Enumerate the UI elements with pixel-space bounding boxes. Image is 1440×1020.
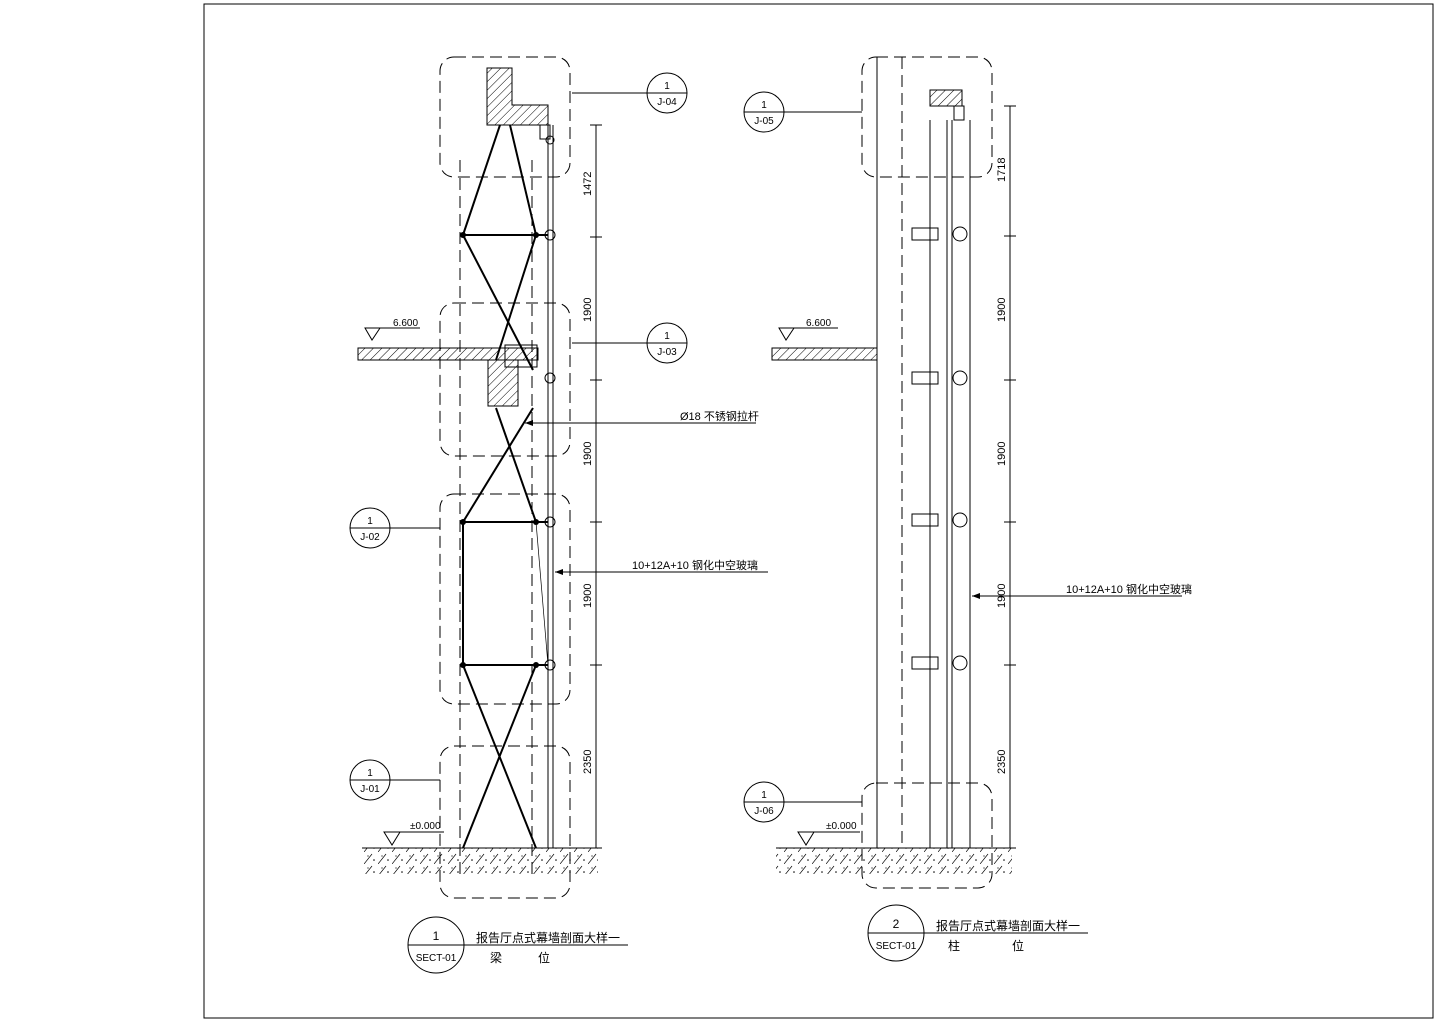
truss-rod xyxy=(535,521,549,666)
truss-rod xyxy=(509,124,537,236)
truss-rod xyxy=(462,407,534,523)
drawing-subtitle-right: 位 xyxy=(1012,938,1024,953)
top-block xyxy=(929,89,963,107)
level-ground-label: ±0.000 xyxy=(826,821,857,832)
svg-text:1: 1 xyxy=(664,81,670,92)
svg-text:J-06: J-06 xyxy=(754,806,774,817)
truss-rod xyxy=(495,234,537,361)
drawing-title-block: 2 SECT-01 报告厅点式幕墙剖面大样一 柱 位 xyxy=(867,904,1088,962)
title-badge-ref: SECT-01 xyxy=(876,941,917,952)
detail-callout-j01[interactable]: 1 J-01 xyxy=(349,759,440,801)
note-glass: 10+12A+10 钢化中空玻璃 xyxy=(632,558,758,572)
ground-fill xyxy=(776,848,1012,874)
truss-rod xyxy=(495,407,537,523)
svg-text:1: 1 xyxy=(761,100,767,111)
svg-text:1: 1 xyxy=(367,516,373,527)
note-glass-leader: 10+12A+10 钢化中空玻璃 xyxy=(972,582,1192,599)
sheet-border xyxy=(203,3,1434,1019)
detail-zone-j03 xyxy=(439,302,571,457)
column-outline xyxy=(861,782,993,889)
drawing-title: 报告厅点式幕墙剖面大样一 xyxy=(936,918,1080,933)
svg-text:J-03: J-03 xyxy=(657,347,677,358)
dimension-label: 1900 xyxy=(582,584,594,608)
note-glass-leader: 10+12A+10 钢化中空玻璃 xyxy=(555,558,768,575)
dimension-ticks xyxy=(590,124,602,849)
level-marker-upper: 6.600 xyxy=(364,318,420,341)
svg-text:1: 1 xyxy=(664,331,670,342)
detail-zone-j02 xyxy=(439,493,571,705)
dimension-label: 1900 xyxy=(996,442,1008,466)
dimension-label: 1900 xyxy=(996,298,1008,322)
detail-callout-j02[interactable]: 1 J-02 xyxy=(349,507,440,549)
section-2: 6.600 ±0.000 1718 1900 1900 1900 2350 1 xyxy=(743,56,1192,962)
top-beam xyxy=(486,67,549,126)
column-outline xyxy=(861,56,993,178)
title-badge-num: 2 xyxy=(893,917,900,931)
dimension-label: 1472 xyxy=(582,172,594,196)
spider-fittings xyxy=(911,226,968,671)
detail-zone-j04 xyxy=(439,56,571,178)
mid-beam xyxy=(487,359,519,407)
dimension-label: 2350 xyxy=(582,750,594,774)
level-upper-label: 6.600 xyxy=(806,318,831,329)
drawing-subtitle-right: 位 xyxy=(538,950,550,965)
detail-callout-j04[interactable]: 1 J-04 xyxy=(572,72,688,114)
level-marker-upper: 6.600 xyxy=(778,318,838,341)
note-glass: 10+12A+10 钢化中空玻璃 xyxy=(1066,582,1192,596)
svg-text:J-01: J-01 xyxy=(360,784,380,795)
svg-text:J-04: J-04 xyxy=(657,97,677,108)
dimension-label: 2350 xyxy=(996,750,1008,774)
dimension-label: 1900 xyxy=(582,298,594,322)
dimension-label: 1900 xyxy=(582,442,594,466)
level-upper-label: 6.600 xyxy=(393,318,418,329)
note-rod-leader: Ø18 不锈钢拉杆 xyxy=(525,409,759,426)
top-bracket xyxy=(539,124,551,140)
level-marker-ground: ±0.000 xyxy=(797,821,860,846)
note-rod: Ø18 不锈钢拉杆 xyxy=(680,409,759,423)
detail-callout-j03[interactable]: 1 J-03 xyxy=(572,322,688,364)
drawing-subtitle-left: 梁 xyxy=(490,950,502,965)
detail-zone-j01 xyxy=(439,745,571,899)
section-1: 6.600 ±0.000 1472 1900 1900 1900 2350 1 xyxy=(349,56,768,974)
truss-rod xyxy=(462,664,537,849)
dimension-label: 1718 xyxy=(996,158,1008,182)
floor-slab xyxy=(771,347,878,361)
svg-text:J-02: J-02 xyxy=(360,532,380,543)
level-ground-label: ±0.000 xyxy=(410,821,441,832)
drawing-title: 报告厅点式幕墙剖面大样一 xyxy=(476,930,620,945)
drawing-subtitle-left: 柱 xyxy=(948,938,960,953)
title-badge-ref: SECT-01 xyxy=(416,953,457,964)
svg-text:J-05: J-05 xyxy=(754,116,774,127)
ground-fill xyxy=(362,848,598,874)
drawing-title-block: 1 SECT-01 报告厅点式幕墙剖面大样一 梁 位 xyxy=(407,916,628,974)
detail-callout-j05[interactable]: 1 J-05 xyxy=(743,91,862,133)
top-bracket xyxy=(953,105,965,121)
svg-text:1: 1 xyxy=(761,790,767,801)
detail-callout-j06[interactable]: 1 J-06 xyxy=(743,781,862,823)
floor-slab xyxy=(357,347,539,361)
dimension-ticks xyxy=(1004,105,1016,849)
level-marker-ground: ±0.000 xyxy=(383,821,444,846)
truss-rod xyxy=(462,124,501,236)
svg-text:1: 1 xyxy=(367,768,373,779)
title-badge-num: 1 xyxy=(433,929,440,943)
spider-fittings xyxy=(460,135,556,671)
